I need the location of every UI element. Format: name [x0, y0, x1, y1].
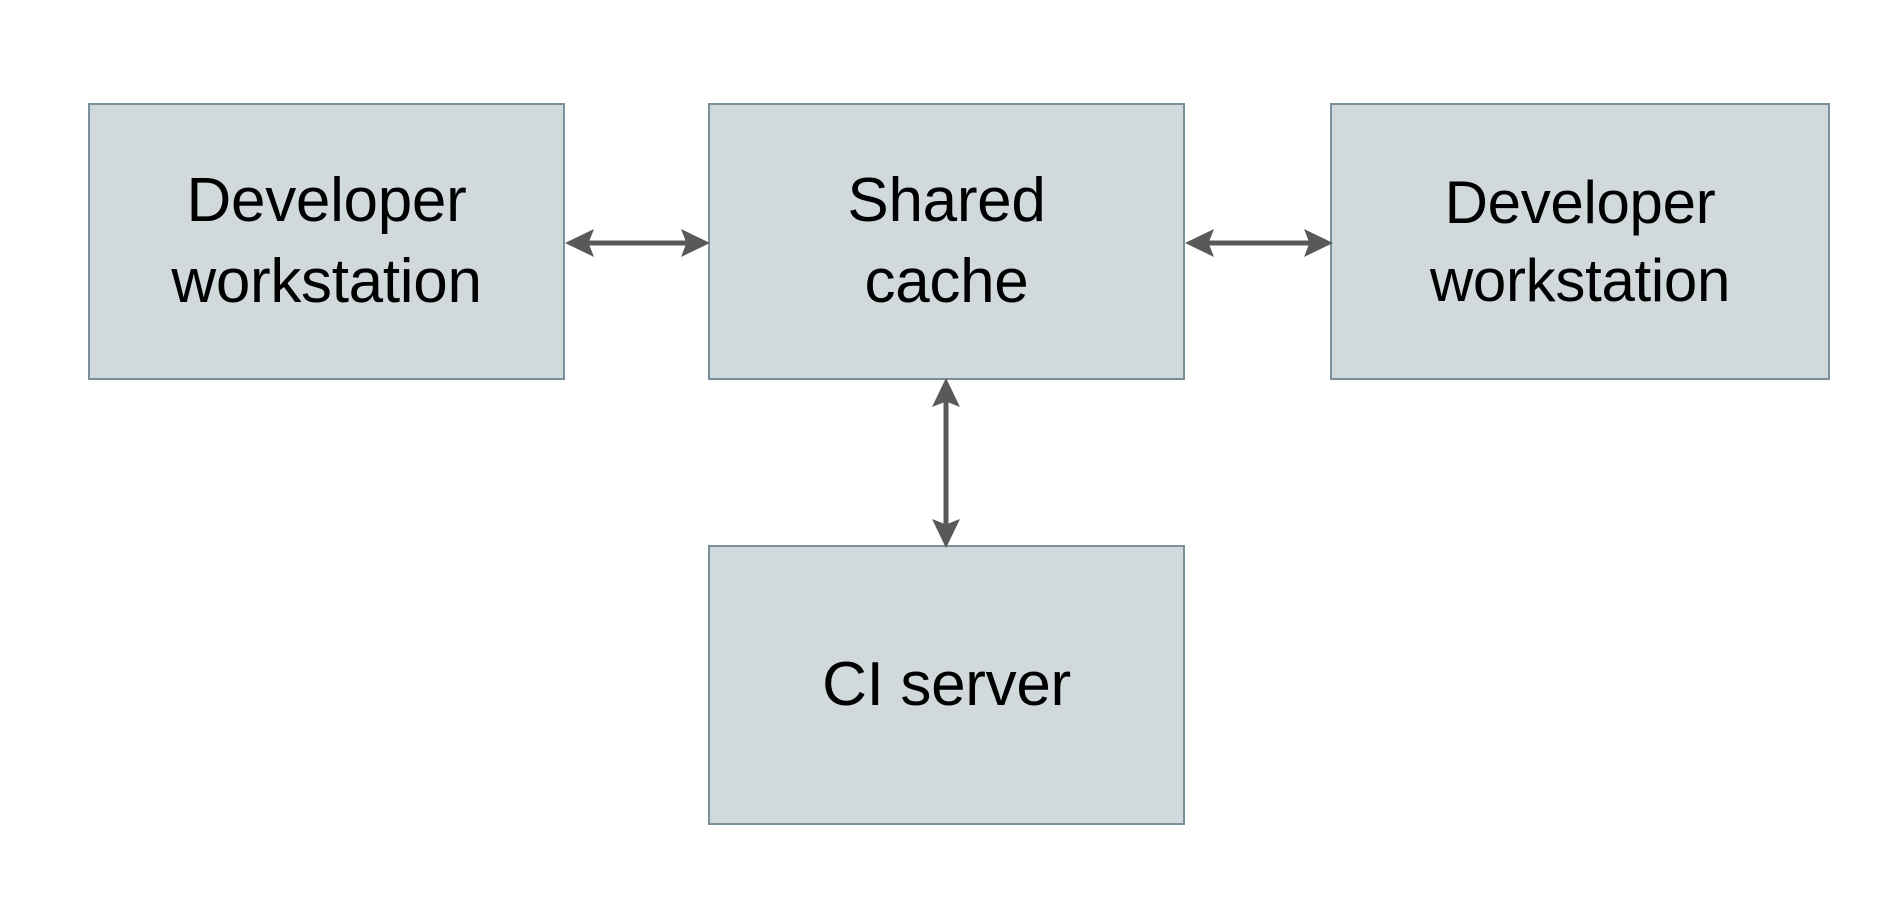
- node-developer-workstation-right[interactable]: Developer workstation: [1330, 103, 1830, 380]
- node-label: CI server: [822, 649, 1071, 719]
- node-label: Developer workstation: [1429, 168, 1731, 314]
- node-label: Shared cache: [847, 165, 1046, 316]
- double-headed-arrow-icon: [565, 229, 710, 257]
- double-headed-arrow-icon: [1185, 229, 1333, 257]
- edge-shared-cache-to-ci-server: [932, 378, 960, 548]
- node-label: Developer workstation: [171, 165, 482, 316]
- node-developer-workstation-left[interactable]: Developer workstation: [88, 103, 565, 380]
- node-ci-server[interactable]: CI server: [708, 545, 1185, 825]
- edge-shared-cache-to-developer-workstation-right: [1185, 229, 1333, 257]
- edge-developer-workstation-left-to-shared-cache: [565, 229, 710, 257]
- double-headed-arrow-icon: [932, 378, 960, 548]
- node-shared-cache[interactable]: Shared cache: [708, 103, 1185, 380]
